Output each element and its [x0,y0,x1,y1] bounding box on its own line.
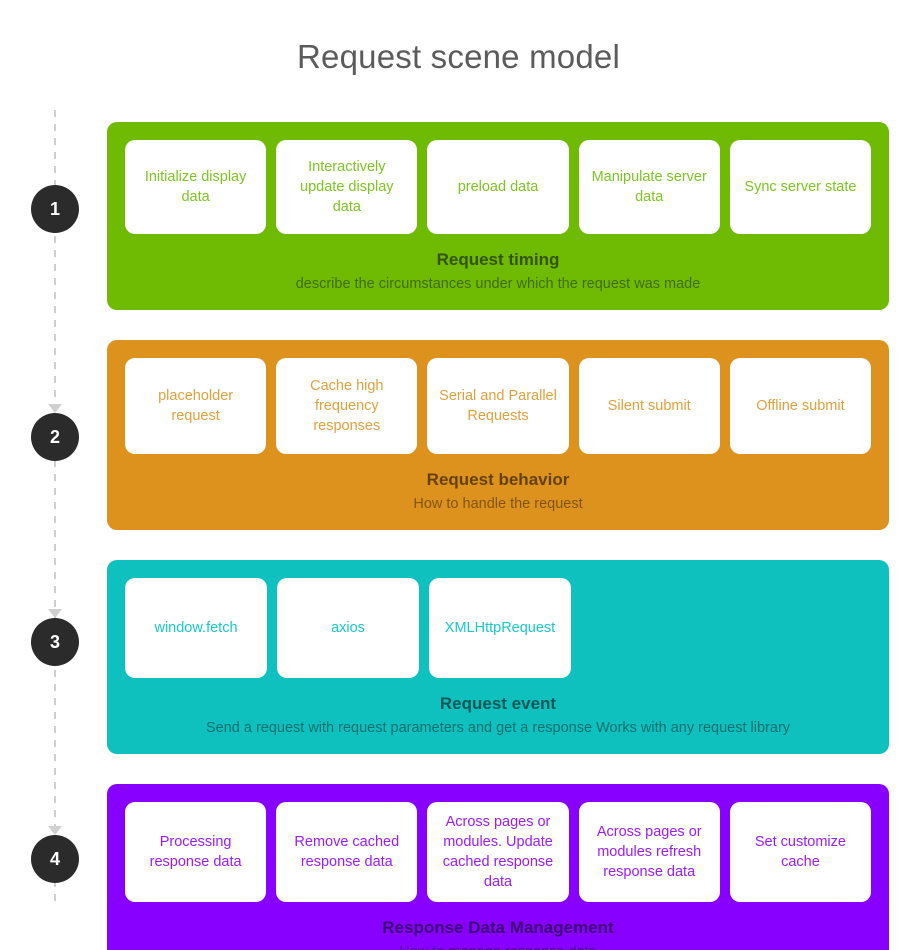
step-badge-1: 1 [31,185,79,233]
card-item[interactable]: placeholder request [125,358,267,454]
rail-arrow-icon-3 [48,826,62,835]
section-heading: Request event [439,694,557,713]
section-subtitle: How to manage response data [125,940,871,950]
step-badge-2: 2 [31,413,79,461]
card-row: Processing response data Remove cached r… [125,802,872,902]
card-row: window.fetch axios XMLHttpRequest [125,578,871,678]
step-badge-4: 4 [31,835,79,883]
section-subtitle: describe the circumstances under which t… [295,276,701,292]
card-item[interactable]: preload data [427,140,569,234]
section-footer: Request behavior How to handle the reque… [125,454,871,516]
section-footer: Response Data Management How to manage r… [125,902,871,950]
page-title: Request scene model [297,38,620,75]
section-request-event: window.fetch axios XMLHttpRequest Reques… [107,560,889,754]
card-item[interactable]: Set customize cache [729,802,872,902]
card-item[interactable]: Cache high frequency responses [276,358,418,454]
section-heading: Request timing [436,250,560,269]
card-item[interactable]: Remove cached response data [276,802,418,902]
section-footer: Request timing describe the circumstance… [125,234,871,296]
card-item[interactable]: Manipulate server data [578,140,720,234]
rail-arrow-icon-1 [48,404,62,413]
card-item[interactable]: Serial and Parallel Requests [427,358,569,454]
section-response-data-management: Processing response data Remove cached r… [107,784,889,950]
card-item[interactable]: Offline submit [729,358,872,454]
card-item[interactable]: Sync server state [729,140,872,234]
section-subtitle: Send a request with request parameters a… [205,720,791,736]
card-item[interactable]: axios [277,578,419,678]
card-row: placeholder request Cache high frequency… [125,358,872,454]
rail-arrow-icon-2 [48,609,62,618]
card-item[interactable]: window.fetch [125,578,267,678]
section-heading: Response Data Management [382,918,614,937]
rail-dashed-line [54,110,56,905]
section-request-behavior: placeholder request Cache high frequency… [107,340,889,530]
card-row: Initialize display data Interactively up… [125,140,872,234]
card-item[interactable]: Interactively update display data [276,140,418,234]
card-item[interactable]: Initialize display data [125,140,267,234]
section-footer: Request event Send a request with reques… [125,678,871,740]
step-rail: 1 2 3 4 [31,110,91,950]
section-heading: Request behavior [426,470,570,489]
section-subtitle: How to handle the request [413,496,583,512]
card-item[interactable]: Across pages or modules. Update cached r… [427,802,569,902]
step-badge-3: 3 [31,618,79,666]
section-list: Initialize display data Interactively up… [107,122,889,950]
card-item[interactable]: Silent submit [578,358,720,454]
card-item[interactable]: Across pages or modules refresh response… [578,802,720,902]
card-item[interactable]: XMLHttpRequest [429,578,571,678]
section-request-timing: Initialize display data Interactively up… [107,122,889,310]
card-item[interactable]: Processing response data [125,802,267,902]
